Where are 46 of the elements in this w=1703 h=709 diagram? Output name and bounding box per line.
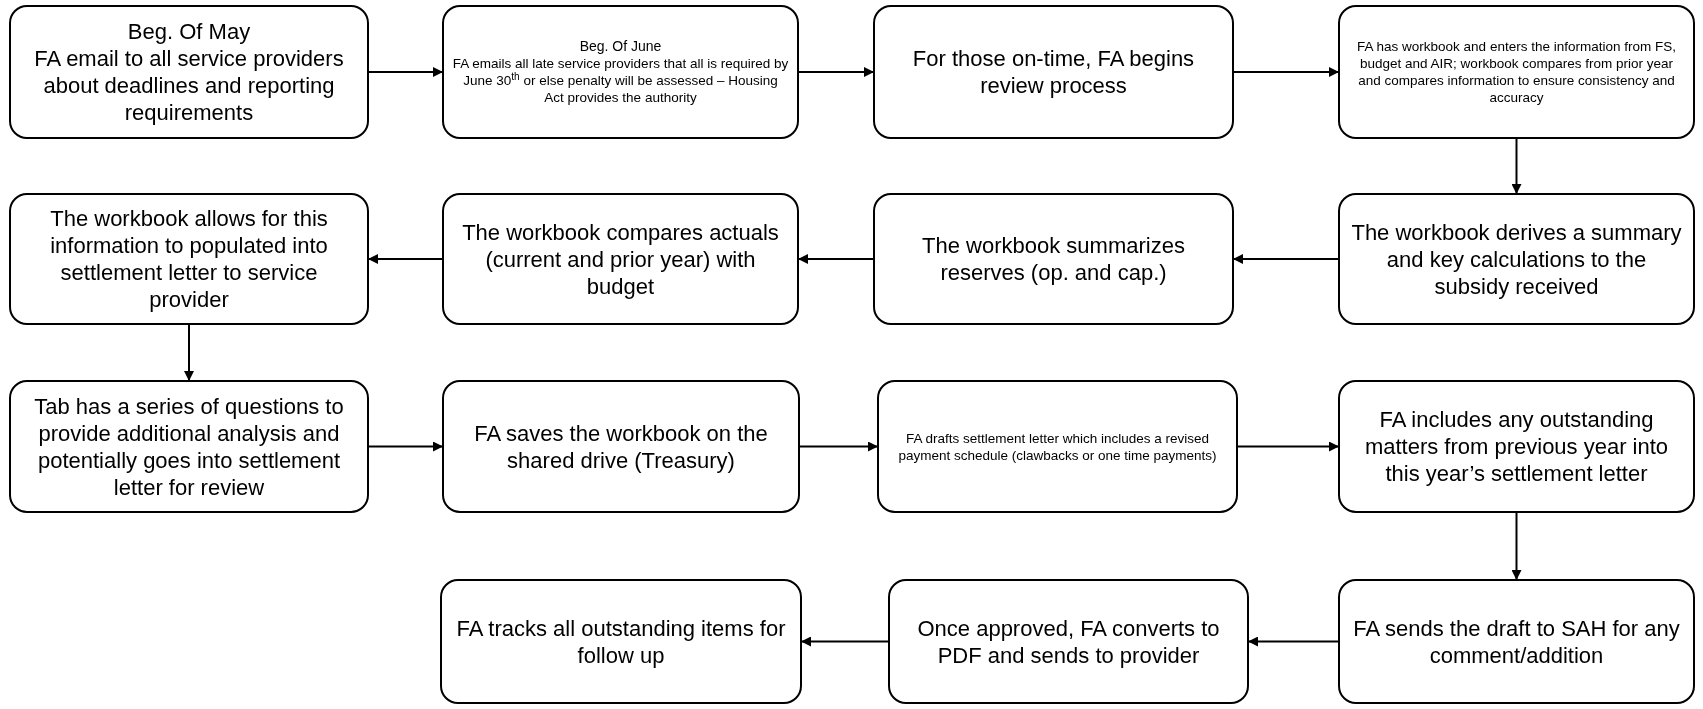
process-box [9, 5, 369, 139]
process-box [9, 193, 369, 325]
process-box [873, 5, 1234, 139]
arrow [801, 636, 889, 647]
step-text: Beg. Of May [127, 18, 251, 45]
process-box [442, 5, 799, 139]
step-text: FA drafts settlement letter which includes a revised payment schedule (clawbacks or one time payments) [897, 429, 1218, 464]
step-text: Beg. Of June [579, 38, 662, 55]
arrow [1511, 138, 1522, 194]
process-box [440, 579, 802, 704]
process-box [1338, 380, 1695, 513]
step-text: FA saves the workbook on the shared drive (Treasury) [473, 419, 769, 474]
process-box [1338, 5, 1695, 139]
arrow [184, 324, 194, 381]
step-text: FA email to all service providers about deadlines and reporting requirements [33, 45, 345, 126]
process-box [873, 193, 1234, 325]
step-text: FA has workbook and enters the information from FS, budget and AIR; workbook compares from prior year and compares information to ensure consistency and accuracy [1356, 38, 1677, 106]
step-text: Once approved, FA converts to PDF and sends to provider [916, 614, 1221, 669]
step-text: FA emails all late service providers that all is required by June 30$^{th}$ or else penalty will be assessed – Housing Act provides the authority [452, 55, 789, 106]
arrow [1248, 636, 1339, 647]
step-text: For those on-time, FA begins review process [911, 45, 1196, 99]
arrow [1233, 67, 1339, 77]
step-text: The workbook compares actuals (current and prior year) with budget [461, 218, 780, 300]
arrow [368, 67, 443, 77]
process-box [442, 193, 799, 325]
arrow [1233, 254, 1339, 264]
arrow [368, 441, 443, 452]
process-box [888, 579, 1249, 704]
arrow [799, 441, 878, 452]
arrow [798, 67, 874, 77]
step-text: The workbook allows for this information to populated into settlement letter to service provider [49, 205, 329, 313]
process-box [442, 380, 800, 513]
process-box [1338, 193, 1695, 325]
arrow [1511, 512, 1522, 580]
step-text: Tab has a series of questions to provide additional analysis and potentially goes into settlement letter for review [33, 392, 345, 501]
arrow [368, 254, 443, 264]
arrow [1237, 441, 1339, 452]
process-box [9, 380, 369, 513]
arrow [798, 254, 874, 264]
step-text: The workbook summarizes reserves (op. and cap.) [921, 232, 1186, 286]
step-text: The workbook derives a summary and key calculations to the subsidy received [1350, 218, 1683, 300]
process-box [877, 380, 1238, 513]
step-text: FA tracks all outstanding items for follow up [455, 614, 787, 669]
process-box [1338, 579, 1695, 704]
step-text: FA sends the draft to SAH for any comment/addition [1352, 614, 1681, 669]
step-text: FA includes any outstanding matters from previous year into this year’s settlement letter [1363, 406, 1670, 487]
